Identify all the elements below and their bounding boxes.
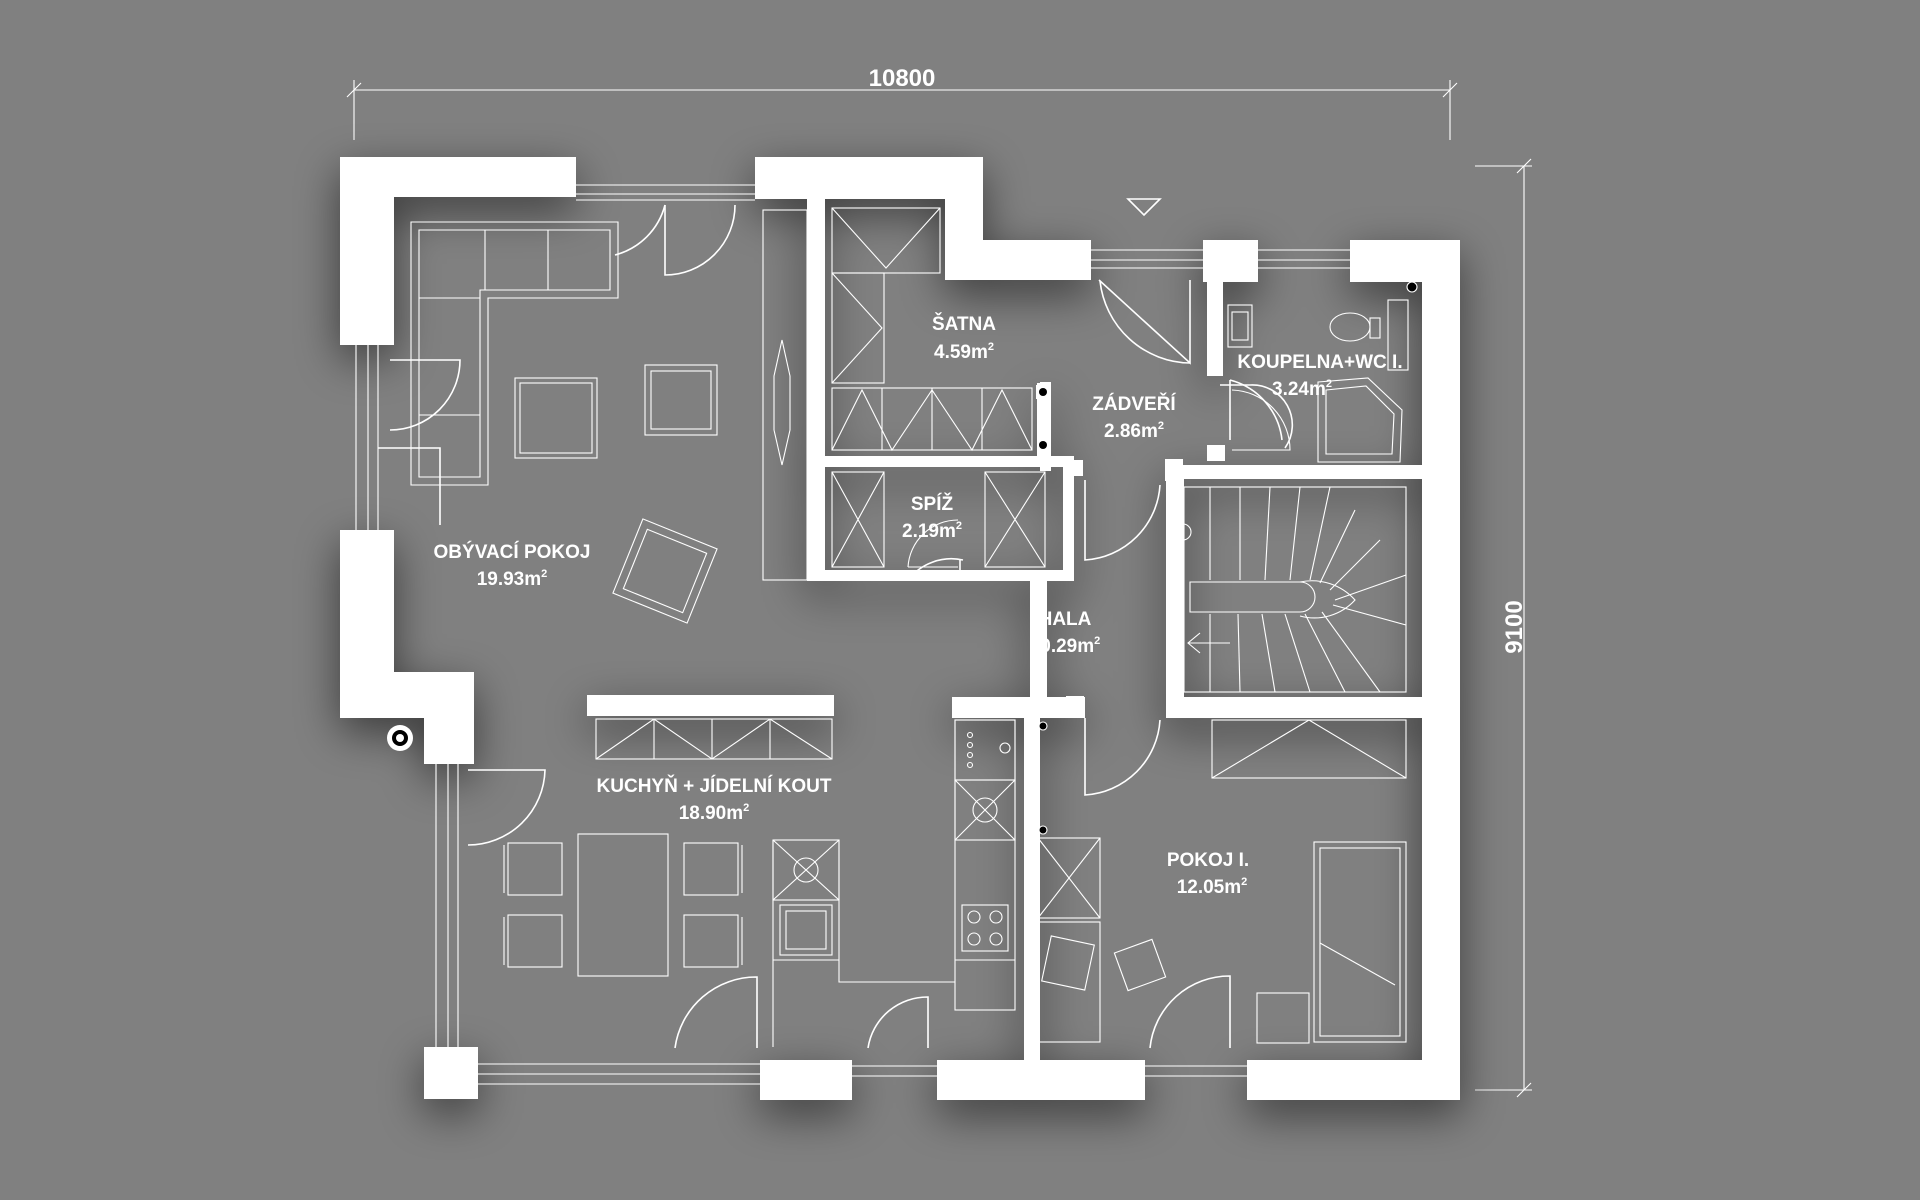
dimension-height-label: 9100 (1501, 600, 1528, 653)
room-area-satna: 4.59m2 (934, 341, 994, 363)
room-name-obyvaci: OBÝVACÍ POKOJ (434, 541, 591, 563)
dimension-width-label: 10800 (869, 65, 936, 92)
room-name-hala: HALA (1039, 609, 1092, 630)
room-area-hala: 10.29m2 (1030, 635, 1101, 657)
room-name-kuchyn: KUCHYŇ + JÍDELNÍ KOUT (597, 775, 832, 797)
wall-marks (387, 385, 1050, 751)
dimension-vertical: 9100 (1475, 158, 1532, 1098)
room-name-satna: ŠATNA (932, 313, 996, 335)
dining-table (503, 833, 743, 977)
room-area-kuchyn: 18.90m2 (679, 802, 750, 824)
windows (355, 184, 1350, 1085)
pantry-shelves (831, 471, 1046, 568)
kitchen-island (595, 718, 833, 760)
room-labels: OBÝVACÍ POKOJ 19.93m2 ŠATNA 4.59m2 ZÁDVE… (434, 313, 1403, 898)
room-name-pokoj: POKOJ I. (1167, 850, 1249, 871)
armchair-square (644, 364, 718, 436)
room-name-zadveri: ZÁDVEŘÍ (1092, 393, 1176, 415)
room-area-zadveri: 2.86m2 (1104, 420, 1164, 442)
room-area-pokoj: 12.05m2 (1177, 876, 1248, 898)
room-name-spiz: SPÍŽ (911, 493, 954, 515)
door-swings (378, 204, 1294, 1049)
sofa (410, 221, 619, 486)
room-area-obyvaci: 19.93m2 (477, 568, 548, 590)
room-area-koupelna: 3.24m2 (1272, 378, 1332, 400)
armchair-rotated (612, 518, 718, 624)
walls (340, 157, 1460, 1100)
wardrobe (831, 207, 1033, 452)
entrance-arrow-icon (1126, 198, 1162, 217)
dimension-horizontal: 10800 (346, 65, 1458, 140)
coffee-table (514, 377, 598, 459)
staircase (1174, 486, 1407, 693)
bedroom-furniture (1037, 719, 1407, 1044)
room-area-spiz: 2.19m2 (902, 520, 962, 542)
kitchen-counter-right (954, 719, 1016, 1011)
room-name-koupelna: KOUPELNA+WC I. (1237, 352, 1402, 373)
wall-posts (1037, 383, 1225, 718)
bathroom-fixtures (1227, 281, 1418, 463)
kitchen-counter-center (772, 839, 955, 1047)
tv-unit (762, 209, 808, 581)
